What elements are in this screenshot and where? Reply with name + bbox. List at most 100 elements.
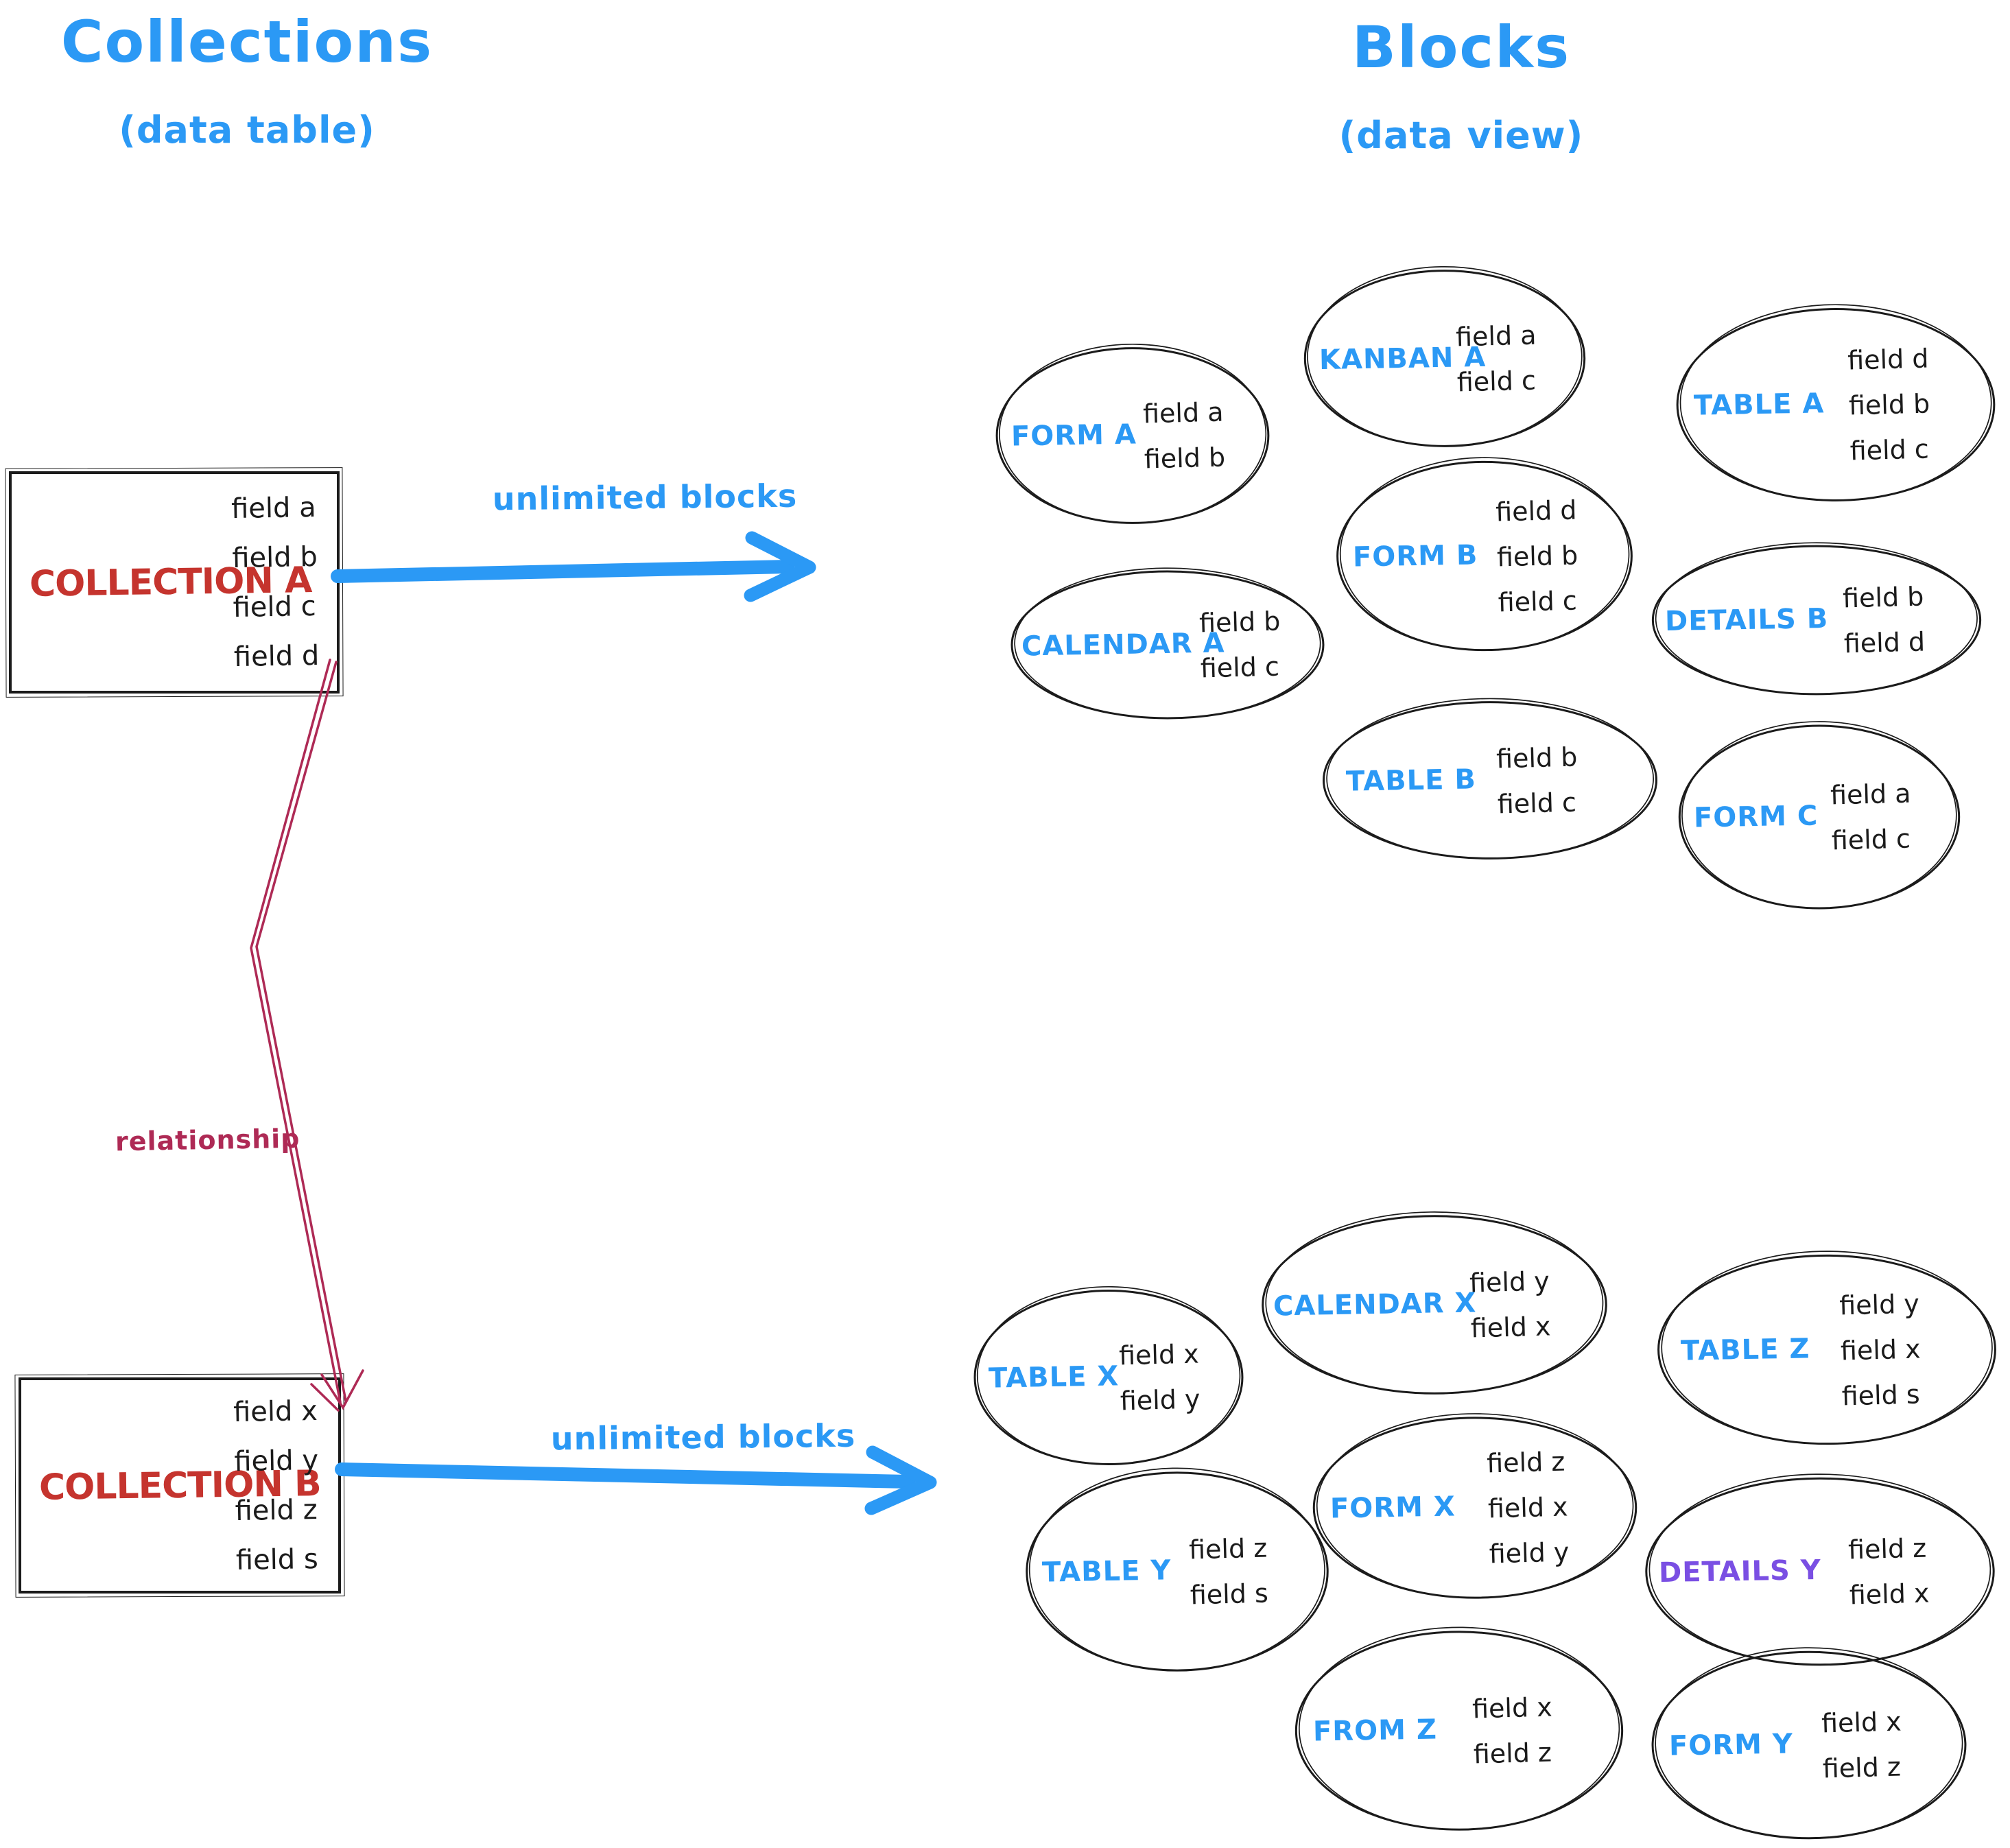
field-item: field y — [1838, 1288, 1920, 1321]
field-item: field c — [232, 590, 316, 624]
field-item: field x — [1821, 1706, 1902, 1739]
block-form-x: FORM X field z field x field y — [1309, 1411, 1641, 1604]
collection-a-box: COLLECTION A field a field b field c fie… — [9, 471, 340, 694]
block-fields: field a field c — [1830, 770, 1913, 863]
block-label: FORM C — [1693, 800, 1819, 834]
ellipse-outline — [1257, 1209, 1611, 1400]
field-item: field d — [1847, 343, 1930, 376]
field-item: field a — [230, 491, 316, 525]
field-item: field b — [1496, 539, 1579, 573]
field-item: field z — [1487, 1446, 1566, 1479]
block-fields: field y field x field s — [1839, 1281, 1923, 1419]
relationship-arrow — [250, 659, 364, 1412]
field-item: field c — [1497, 787, 1577, 820]
ellipse-outline — [1309, 1411, 1641, 1604]
ellipse-outline — [1653, 1248, 2000, 1451]
block-table-y: TABLE Y field z field s — [1022, 1465, 1332, 1678]
field-item: field x — [1840, 1333, 1922, 1366]
block-fields: field a field b — [1143, 389, 1227, 482]
field-item: field y — [234, 1444, 319, 1478]
field-item: field y — [1489, 1537, 1570, 1569]
block-fields: field x field z — [1471, 1684, 1554, 1777]
block-fields: field x field z — [1821, 1698, 1903, 1791]
field-item: field c — [1456, 365, 1537, 398]
ellipse-outline — [1319, 696, 1662, 864]
field-item: field z — [1472, 1737, 1552, 1770]
block-label: TABLE A — [1693, 388, 1825, 422]
ellipse-outline — [1291, 1624, 1627, 1837]
block-fields: field b field d — [1843, 573, 1926, 666]
field-item: field s — [235, 1543, 319, 1576]
block-fields: field x field y — [1118, 1331, 1201, 1423]
block-calendar-a: CALENDAR A field b field c — [1007, 566, 1328, 724]
block-form-b: FORM B field d field b field c — [1333, 455, 1636, 657]
unlimited-blocks-label-top: unlimited blocks — [492, 477, 798, 518]
unlimited-blocks-arrow-top — [331, 531, 816, 602]
block-table-b: TABLE B field b field c — [1319, 696, 1662, 864]
field-item: field a — [1455, 319, 1537, 353]
field-item: field x — [233, 1395, 318, 1428]
ellipse-outline — [971, 1284, 1246, 1471]
field-item: field x — [1487, 1491, 1569, 1524]
field-item: field b — [1842, 581, 1925, 614]
ellipse-outline — [1022, 1465, 1332, 1678]
ellipse-outline — [1675, 719, 1963, 915]
field-item: field b — [1848, 388, 1930, 421]
block-calendar-x: CALENDAR X field y field x — [1257, 1209, 1611, 1400]
ellipse-outline — [1301, 264, 1589, 453]
block-fields: field a field c — [1455, 312, 1538, 405]
block-form-c: FORM C field a field c — [1675, 719, 1963, 915]
field-item: field b — [1198, 606, 1281, 639]
field-item: field x — [1471, 1692, 1552, 1725]
field-item: field x — [1469, 1311, 1551, 1344]
block-table-x: TABLE X field x field y — [971, 1284, 1246, 1471]
field-item: field c — [1831, 823, 1911, 856]
block-kanban-a: KANBAN A field a field c — [1301, 264, 1589, 453]
field-item: field b — [1495, 741, 1578, 774]
field-item: field d — [233, 639, 320, 674]
ellipse-outline — [1648, 1645, 1970, 1845]
field-item: field a — [1830, 778, 1911, 811]
block-label: TABLE X — [988, 1360, 1120, 1395]
block-fields: field y field x — [1469, 1258, 1551, 1351]
field-item: field z — [1188, 1532, 1268, 1565]
collection-b-box: COLLECTION B field x field y field z fie… — [19, 1377, 341, 1594]
field-item: field c — [1849, 434, 1930, 466]
field-item: field x — [1118, 1338, 1200, 1371]
field-item: field a — [1142, 396, 1225, 429]
block-label: CALENDAR A — [1021, 627, 1225, 663]
field-item: field y — [1469, 1266, 1550, 1299]
blocks-subtitle: (data view) — [1338, 114, 1584, 157]
blocks-title: Blocks — [1351, 14, 1571, 81]
collections-subtitle: (data table) — [119, 108, 375, 152]
field-item: field z — [235, 1493, 318, 1527]
ellipse-outline — [993, 342, 1273, 530]
block-fields: field z field s — [1188, 1526, 1269, 1618]
field-item: field z — [1822, 1751, 1902, 1784]
block-table-z: TABLE Z field y field x field s — [1653, 1248, 2000, 1451]
block-fields: field z field x — [1847, 1525, 1930, 1618]
field-item: field y — [1120, 1384, 1201, 1417]
block-label: DETAILS B — [1664, 602, 1829, 638]
block-label: CALENDAR X — [1273, 1287, 1477, 1323]
field-item: field d — [1843, 626, 1926, 659]
field-item: field s — [1190, 1578, 1269, 1611]
unlimited-blocks-arrow-bottom — [335, 1445, 937, 1515]
unlimited-blocks-label-bottom: unlimited blocks — [550, 1417, 856, 1458]
block-fields: field b field c — [1198, 598, 1282, 691]
field-item: field b — [1144, 442, 1226, 475]
collection-b-fields: field x field y field z field s — [233, 1386, 321, 1585]
field-item: field b — [231, 541, 318, 575]
block-fields: field d field b field c — [1847, 335, 1931, 473]
block-form-y: FORM Y field x field z — [1648, 1645, 1970, 1845]
block-fields: field z field x field y — [1487, 1439, 1570, 1577]
collections-title: Collections — [60, 8, 434, 75]
field-item: field c — [1497, 585, 1577, 618]
field-item: field d — [1495, 494, 1577, 528]
block-label: FORM Y — [1668, 1728, 1793, 1762]
block-label: FORM B — [1352, 538, 1478, 573]
block-label: FROM Z — [1312, 1714, 1438, 1748]
block-label: FORM A — [1010, 418, 1137, 453]
block-details-y: DETAILS Y field z field x — [1641, 1471, 1999, 1672]
field-item: field x — [1849, 1578, 1930, 1611]
